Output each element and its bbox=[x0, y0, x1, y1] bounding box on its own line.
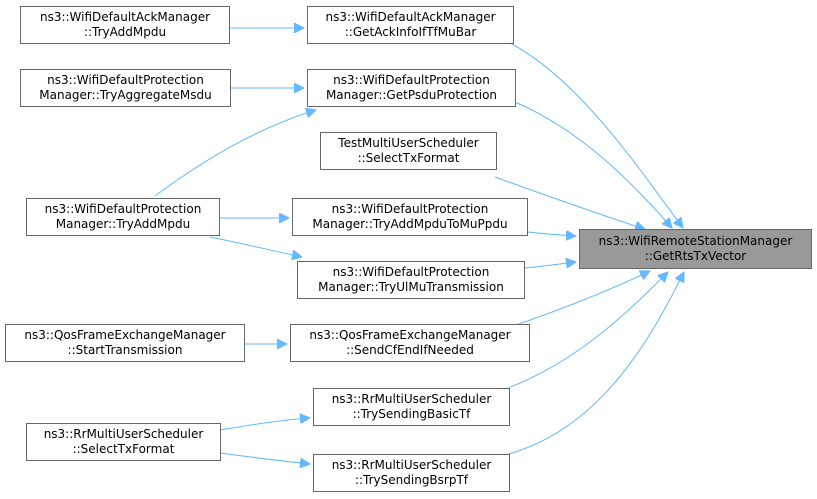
node-line1: ns3::RrMultiUserScheduler bbox=[331, 392, 492, 406]
edge-getpsduprotection-to-target bbox=[514, 101, 672, 228]
node-line2: ::GetAckInfoIfTfMuBar bbox=[344, 25, 477, 39]
target-line1: ns3::WifiRemoteStationManager bbox=[598, 234, 793, 248]
node-line2: ::TryAddMpdu bbox=[83, 25, 167, 39]
edge-prot-tryaddmpdu-to-tryulmutransmission bbox=[209, 236, 302, 257]
node-ackmgr-getackinfo[interactable]: ns3::WifiDefaultAckManager ::GetAckInfoI… bbox=[307, 6, 514, 44]
node-line2: ::TrySendingBsrpTf bbox=[354, 473, 469, 487]
node-line1: ns3::RrMultiUserScheduler bbox=[43, 427, 204, 441]
node-line1: ns3::WifiDefaultProtection bbox=[332, 265, 490, 279]
node-ackmgr-tryaddmpdu[interactable]: ns3::WifiDefaultAckManager ::TryAddMpdu bbox=[20, 6, 230, 44]
node-line1: TestMultiUserScheduler bbox=[338, 136, 479, 150]
target-line2: ::GetRtsTxVector bbox=[644, 249, 747, 263]
node-line1: ns3::WifiDefaultProtection bbox=[333, 73, 490, 87]
edge-rr-selecttxformat-to-trysendingbsrptf bbox=[219, 452, 310, 464]
node-line1: ns3::WifiDefaultProtection bbox=[331, 202, 489, 216]
node-line1: ns3::WifiDefaultProtection bbox=[47, 73, 204, 87]
edge-getackinfo-to-target bbox=[509, 42, 683, 228]
node-line2: ::StartTransmission bbox=[67, 343, 183, 357]
node-line2: ::SendCfEndIfNeeded bbox=[346, 343, 474, 357]
edge-tryulmutransmission-to-target bbox=[524, 262, 576, 269]
node-rr-trysendingbasictf[interactable]: ns3::RrMultiUserScheduler ::TrySendingBa… bbox=[313, 388, 510, 426]
edge-rr-selecttxformat-to-trysendingbasictf bbox=[219, 418, 310, 431]
node-line1: ns3::RrMultiUserScheduler bbox=[331, 458, 492, 472]
edge-sendcfendifneeded-to-target bbox=[509, 271, 650, 328]
edge-test-selecttxformat-to-target bbox=[494, 176, 645, 229]
node-test-selecttxformat[interactable]: TestMultiUserScheduler ::SelectTxFormat bbox=[320, 132, 497, 170]
node-line2: Manager::GetPsduProtection bbox=[325, 88, 498, 102]
node-prot-getpsduprotection[interactable]: ns3::WifiDefaultProtection Manager::GetP… bbox=[307, 69, 516, 107]
node-prot-tryaggregatemsdu[interactable]: ns3::WifiDefaultProtection Manager::TryA… bbox=[20, 69, 231, 107]
edge-trysendingbasictf-to-target bbox=[507, 272, 668, 389]
node-line2: Manager::TryAddMpduToMuPpdu bbox=[312, 217, 508, 231]
node-line1: ns3::QosFrameExchangeManager bbox=[309, 328, 511, 342]
node-rr-trysendingbsrptf[interactable]: ns3::RrMultiUserScheduler ::TrySendingBs… bbox=[313, 454, 510, 492]
edge-trysendingbsrptf-to-target bbox=[504, 272, 684, 456]
node-line1: ns3::WifiDefaultProtection bbox=[44, 202, 202, 216]
node-line2: ::SelectTxFormat bbox=[72, 442, 175, 456]
node-qos-starttransmission[interactable]: ns3::QosFrameExchangeManager ::StartTran… bbox=[5, 324, 245, 362]
node-qos-sendcfendifneeded[interactable]: ns3::QosFrameExchangeManager ::SendCfEnd… bbox=[290, 324, 530, 362]
edge-tryaddmpdutomuppdu-to-target bbox=[527, 232, 576, 236]
node-line2: Manager::TryAddMpdu bbox=[55, 217, 191, 231]
node-line2: ::TrySendingBasicTf bbox=[352, 407, 471, 421]
node-prot-tryaddmpdutomuppdu[interactable]: ns3::WifiDefaultProtection Manager::TryA… bbox=[292, 198, 528, 236]
node-target-getrtstxvector: ns3::WifiRemoteStationManager ::GetRtsTx… bbox=[579, 229, 812, 269]
node-prot-tryulmutransmission[interactable]: ns3::WifiDefaultProtection Manager::TryU… bbox=[297, 261, 525, 299]
edge-prot-tryaddmpdu-to-getpsduprotection bbox=[154, 110, 316, 197]
node-line2: Manager::TryAggregateMsdu bbox=[39, 88, 212, 102]
node-line2: ::SelectTxFormat bbox=[357, 151, 460, 165]
node-line2: Manager::TryUlMuTransmission bbox=[318, 280, 504, 294]
node-line1: ns3::QosFrameExchangeManager bbox=[24, 328, 226, 342]
node-prot-tryaddmpdu[interactable]: ns3::WifiDefaultProtection Manager::TryA… bbox=[26, 198, 220, 236]
node-rr-selecttxformat[interactable]: ns3::RrMultiUserScheduler ::SelectTxForm… bbox=[26, 423, 221, 461]
node-line1: ns3::WifiDefaultAckManager bbox=[39, 10, 211, 24]
node-line1: ns3::WifiDefaultAckManager bbox=[325, 10, 496, 24]
